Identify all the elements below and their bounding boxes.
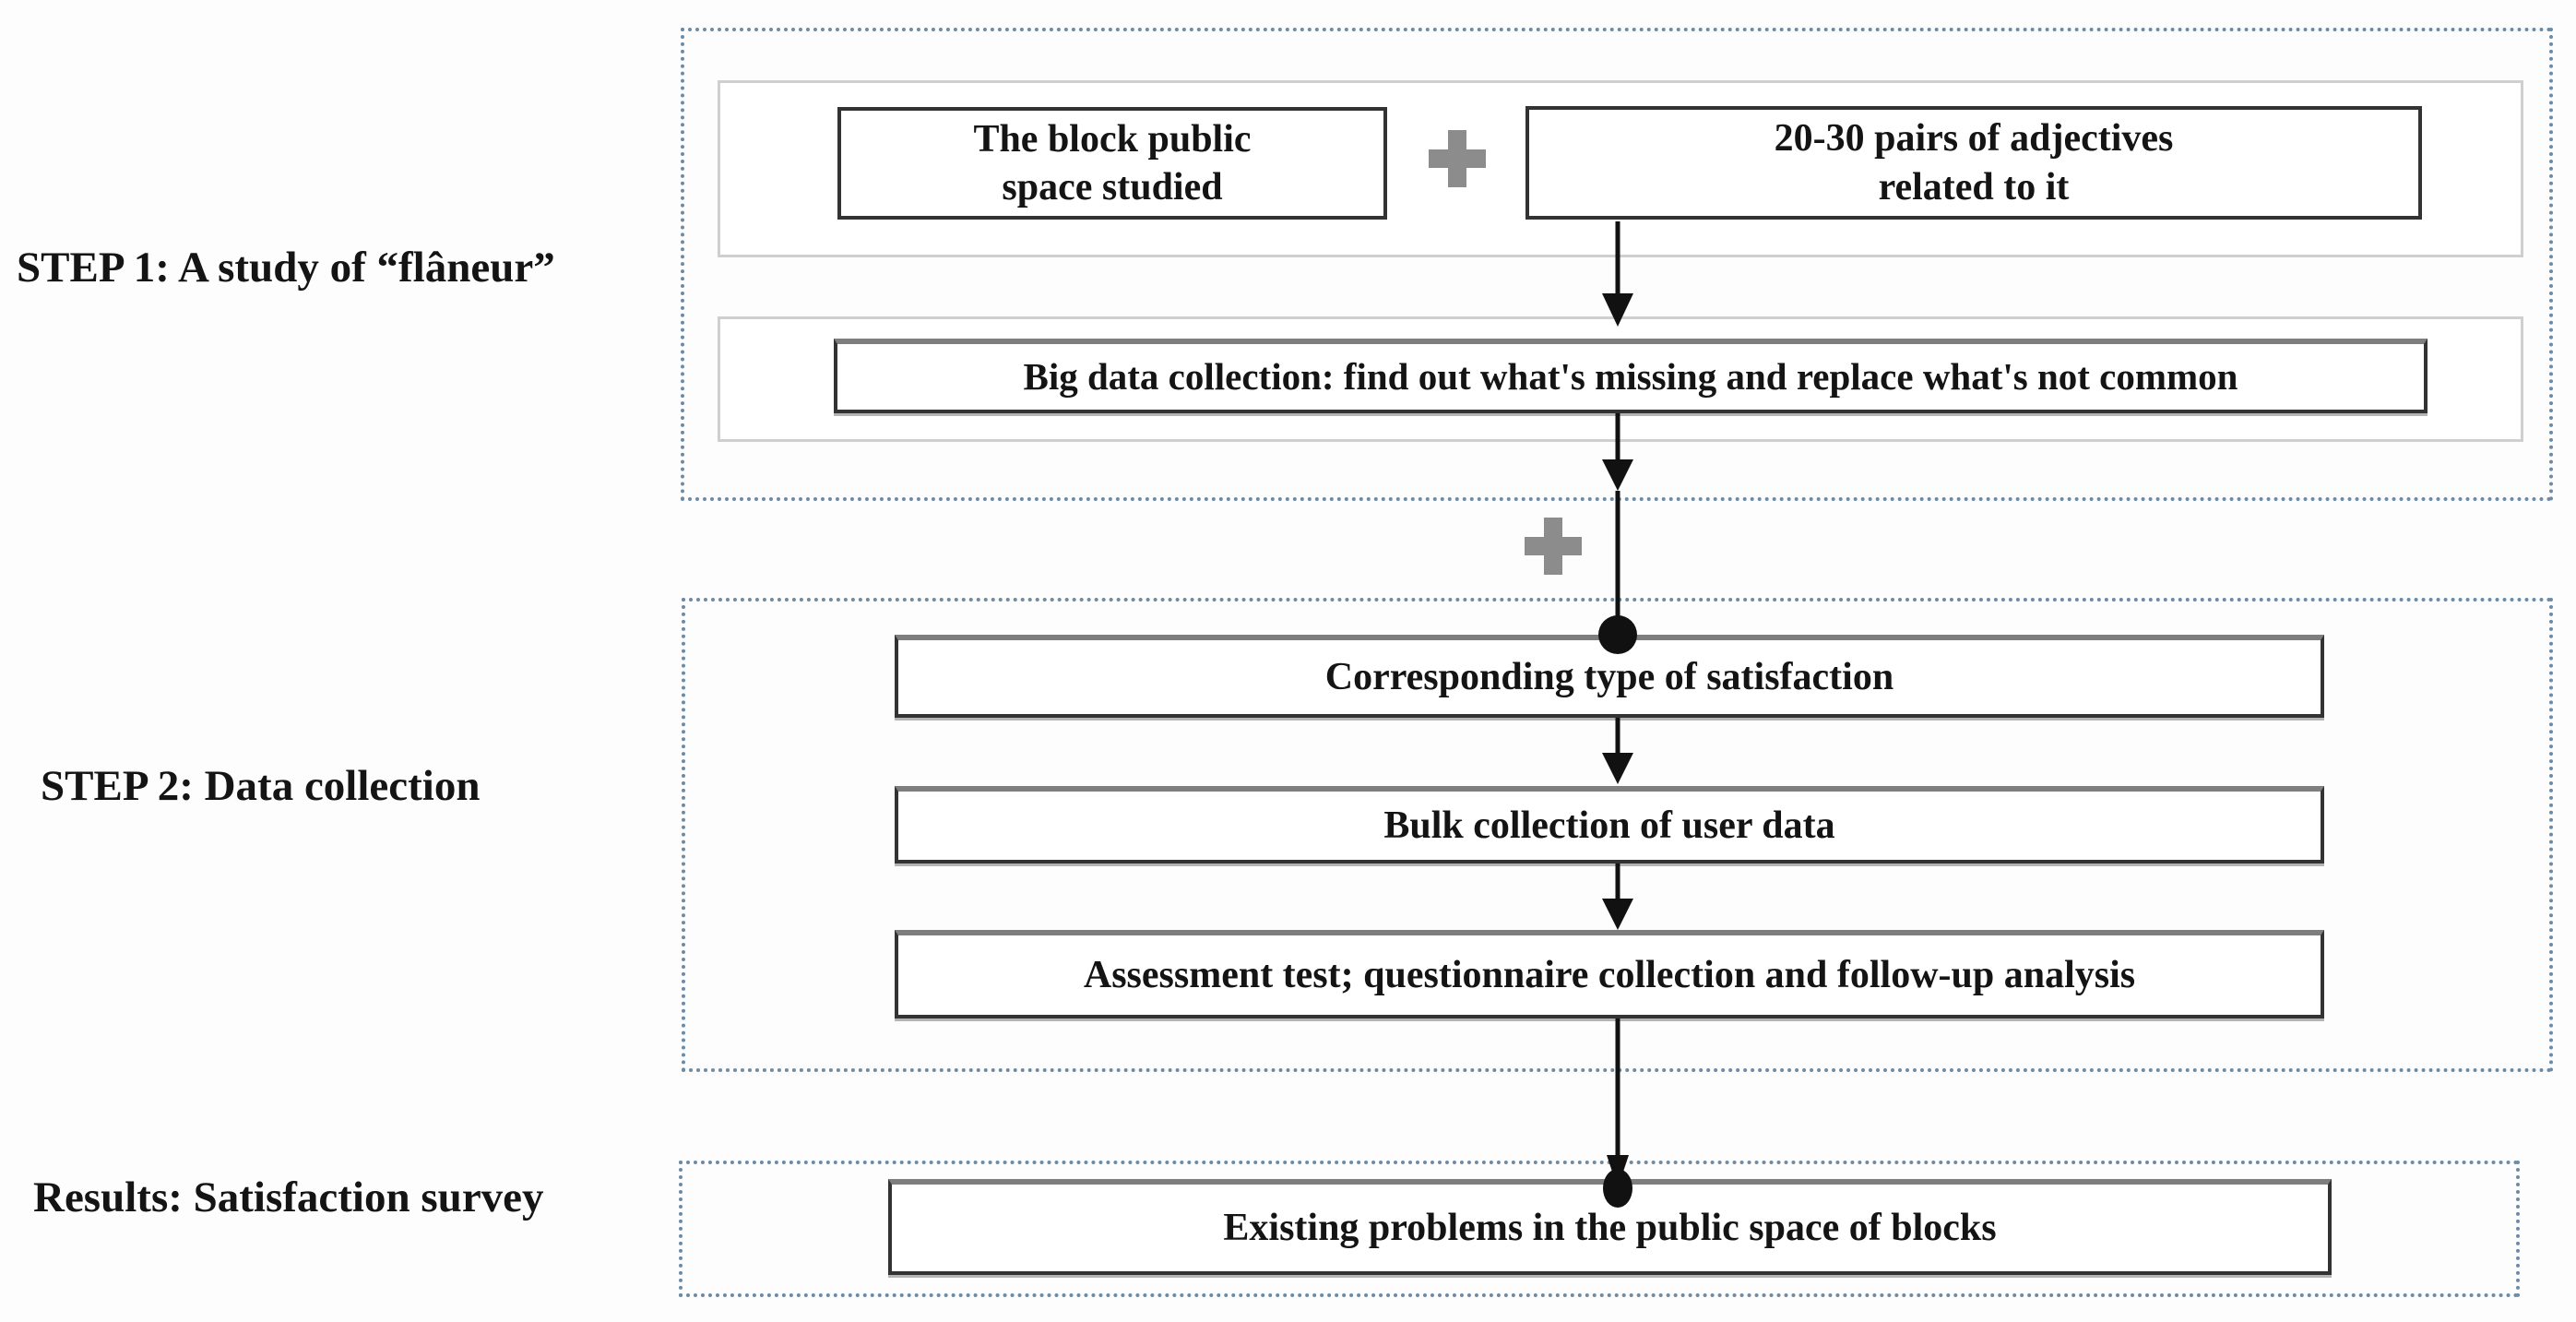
- results-section-frame: [679, 1161, 2520, 1297]
- step1-stage-label: STEP 1: A study of “flâneur”: [17, 244, 555, 292]
- plus-icon: [1429, 130, 1486, 187]
- node-existing-problems: Existing problems in the public space of…: [888, 1179, 2332, 1275]
- node-block-public-space: The block public space studied: [837, 107, 1387, 220]
- node-satisfaction-type: Corresponding type of satisfaction: [895, 635, 2324, 718]
- plus-icon: [1525, 518, 1582, 575]
- results-stage-label: Results: Satisfaction survey: [33, 1173, 544, 1221]
- node-adjective-pairs: 20-30 pairs of adjectives related to it: [1525, 106, 2422, 220]
- node-bulk-user-data: Bulk collection of user data: [895, 786, 2324, 863]
- node-assessment-test: Assessment test; questionnaire collectio…: [895, 930, 2324, 1018]
- step2-stage-label: STEP 2: Data collection: [41, 762, 481, 810]
- node-big-data-collection: Big data collection: find out what's mis…: [834, 339, 2428, 413]
